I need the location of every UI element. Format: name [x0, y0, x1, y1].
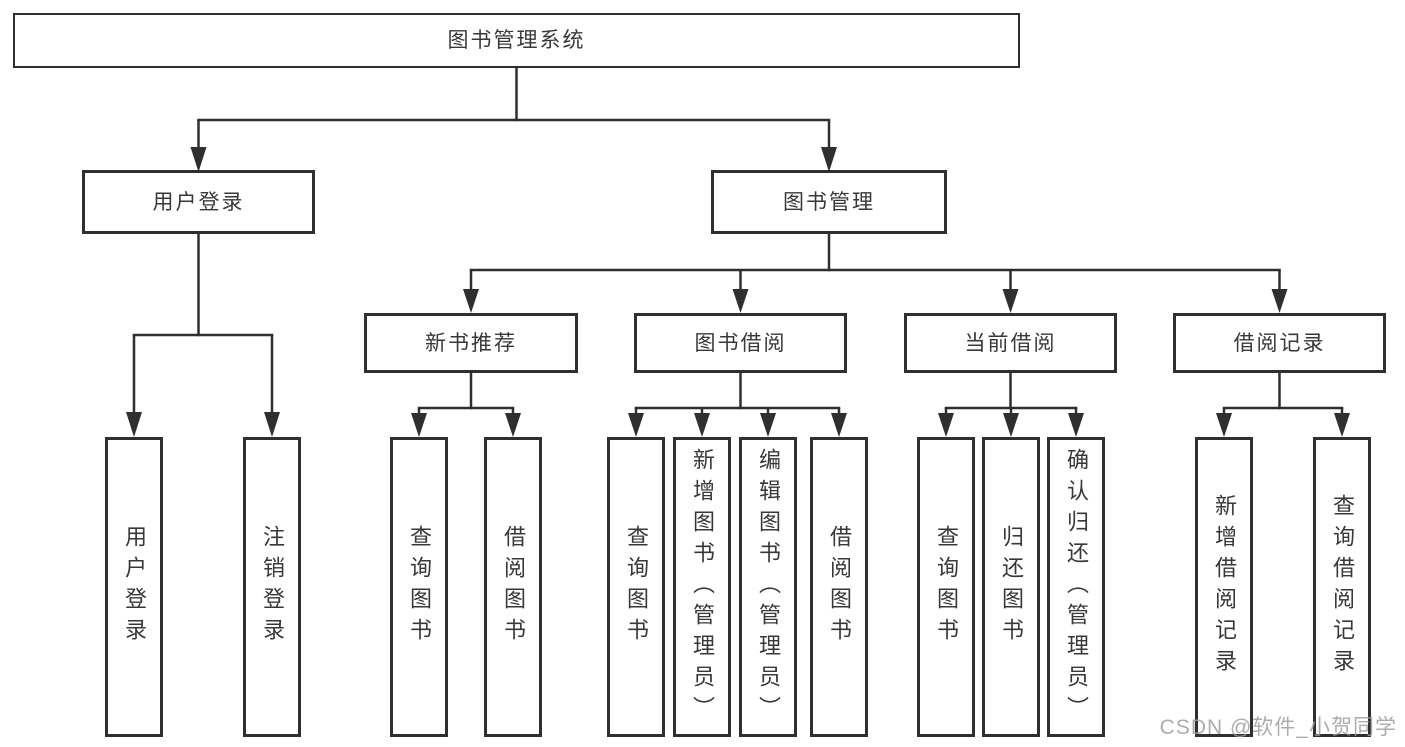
node-book-borrow: 图书借阅	[634, 313, 847, 373]
node-new-book-recommend: 新书推荐	[364, 313, 578, 373]
node-borrow-records: 借阅记录	[1173, 313, 1386, 373]
leaf-logout: 注销登录	[243, 437, 301, 737]
node-user-login-branch: 用户登录	[82, 170, 315, 234]
node-current-borrow: 当前借阅	[904, 313, 1117, 373]
node-library-management-system: 图书管理系统	[13, 13, 1020, 68]
leaf-query-books-current: 查询图书	[917, 437, 975, 737]
leaf-user-login: 用户登录	[105, 437, 163, 737]
leaf-query-books-recommend: 查询图书	[390, 437, 448, 737]
leaf-add-book-admin: 新增图书（管理员）	[673, 437, 731, 737]
leaf-confirm-return-admin: 确认归还（管理员）	[1047, 437, 1105, 737]
leaf-borrow-books-recommend: 借阅图书	[484, 437, 542, 737]
leaf-return-books: 归还图书	[982, 437, 1040, 737]
leaf-query-borrow-record: 查询借阅记录	[1313, 437, 1371, 737]
csdn-watermark: CSDN @软件_小贺同学	[1159, 716, 1397, 739]
leaf-add-borrow-record: 新增借阅记录	[1195, 437, 1253, 737]
node-book-management-branch: 图书管理	[711, 170, 947, 234]
leaf-edit-book-admin: 编辑图书（管理员）	[739, 437, 797, 737]
leaf-borrow-books: 借阅图书	[810, 437, 868, 737]
leaf-query-books-borrow: 查询图书	[607, 437, 665, 737]
